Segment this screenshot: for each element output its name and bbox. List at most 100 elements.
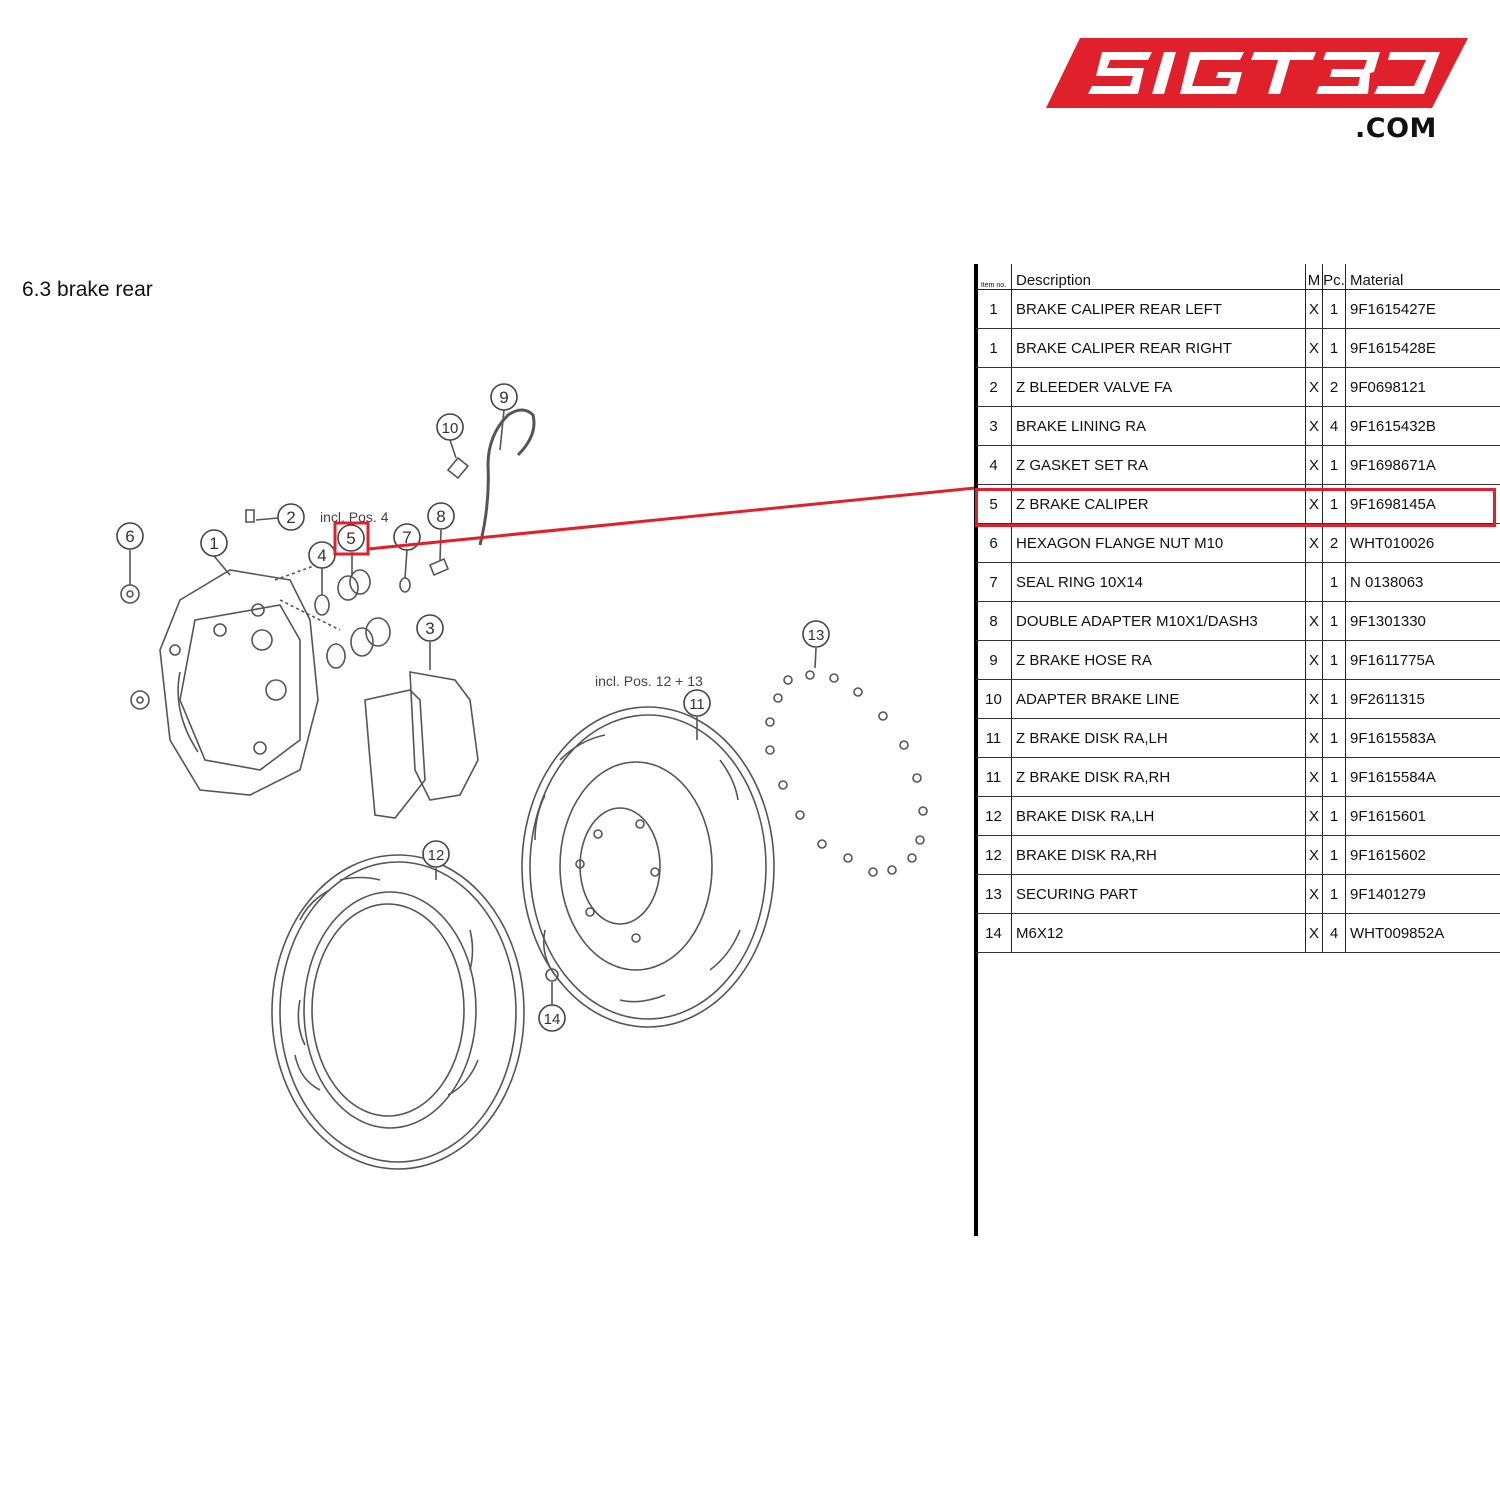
cell-m: X [1305,289,1323,329]
callout-4: 4 [317,546,326,565]
cell-m: X [1305,874,1323,914]
callout-13: 13 [808,627,825,644]
cell-m: X [1305,913,1323,953]
callout-7: 7 [402,528,411,547]
cell-item: 14 [976,913,1012,953]
cell-pc: 1 [1322,445,1346,485]
cell-m: X [1305,367,1323,407]
cell-material: 9F1698145A [1345,484,1500,524]
cell-material: 9F1401279 [1345,874,1500,914]
cell-item: 7 [976,562,1012,602]
cell-pc: 4 [1322,406,1346,446]
cell-pc: 1 [1322,484,1346,524]
cell-material: 9F2611315 [1345,679,1500,719]
cell-item: 8 [976,601,1012,641]
cell-material: 9F1615602 [1345,835,1500,875]
logo-domain: .COM [1355,113,1437,144]
cell-material: N 0138063 [1345,562,1500,602]
cell-material: 9F1615601 [1345,796,1500,836]
cell-description: SECURING PART [1011,874,1306,914]
header-item-no: Item no. [976,264,1012,290]
cell-item: 10 [976,679,1012,719]
cell-pc: 4 [1322,913,1346,953]
brake-disk-11-drawing [521,706,775,1028]
cell-item: 12 [976,835,1012,875]
cell-pc: 1 [1322,679,1346,719]
brake-caliper-1-drawing [159,569,319,796]
cell-description: DOUBLE ADAPTER M10X1/DASH3 [1011,601,1306,641]
cell-material: 9F1615427E [1345,289,1500,329]
cell-pc: 1 [1322,601,1346,641]
cell-description: Z BRAKE DISK RA,RH [1011,757,1306,797]
callout-11: 11 [689,696,705,713]
highlight-item-5 [333,486,976,556]
cell-item: 2 [976,367,1012,407]
cell-material: WHT010026 [1345,523,1500,563]
cell-item: 6 [976,523,1012,563]
cell-material: 9F0698121 [1345,367,1500,407]
cell-description: SEAL RING 10X14 [1011,562,1306,602]
cell-item: 1 [976,289,1012,329]
cell-pc: 1 [1322,640,1346,680]
cell-m: X [1305,601,1323,641]
brake-lining-3-drawing [364,671,479,819]
cell-item: 12 [976,796,1012,836]
cell-description: BRAKE CALIPER REAR LEFT [1011,289,1306,329]
header-m: M [1305,264,1323,290]
cell-item: 9 [976,640,1012,680]
header-material: Material [1345,264,1500,290]
cell-item: 3 [976,406,1012,446]
cell-pc: 1 [1322,562,1346,602]
cell-item: 13 [976,874,1012,914]
cell-m [1305,562,1323,602]
callout-1: 1 [209,534,218,553]
cell-m: X [1305,796,1323,836]
cell-material: 9F1611775A [1345,640,1500,680]
cell-description: ADAPTER BRAKE LINE [1011,679,1306,719]
cell-pc: 1 [1322,874,1346,914]
brake-disk-12-drawing [271,854,525,1170]
callout-8: 8 [436,507,445,526]
callout-3: 3 [425,619,434,638]
cell-description: Z BRAKE DISK RA,LH [1011,718,1306,758]
cell-m: X [1305,445,1323,485]
annotation-incl-pos-12-13: incl. Pos. 12 + 13 [595,673,703,689]
cell-material: 9F1301330 [1345,601,1500,641]
cell-material: 9F1615432B [1345,406,1500,446]
annotation-incl-pos-4: incl. Pos. 4 [320,509,389,525]
cell-item: 5 [976,484,1012,524]
cell-m: X [1305,640,1323,680]
callout-6: 6 [125,527,134,546]
cell-pc: 1 [1322,796,1346,836]
cell-description: Z BLEEDER VALVE FA [1011,367,1306,407]
cell-material: WHT009852A [1345,913,1500,953]
cell-item: 1 [976,328,1012,368]
cell-pc: 1 [1322,289,1346,329]
cell-pc: 1 [1322,718,1346,758]
cell-description: BRAKE LINING RA [1011,406,1306,446]
table-header-row: Item no. Description M Pc. Material [976,264,1500,290]
cell-description: Z BRAKE HOSE RA [1011,640,1306,680]
cell-item: 4 [976,445,1012,485]
cell-m: X [1305,718,1323,758]
cell-description: Z GASKET SET RA [1011,445,1306,485]
cell-m: X [1305,757,1323,797]
cell-m: X [1305,523,1323,563]
